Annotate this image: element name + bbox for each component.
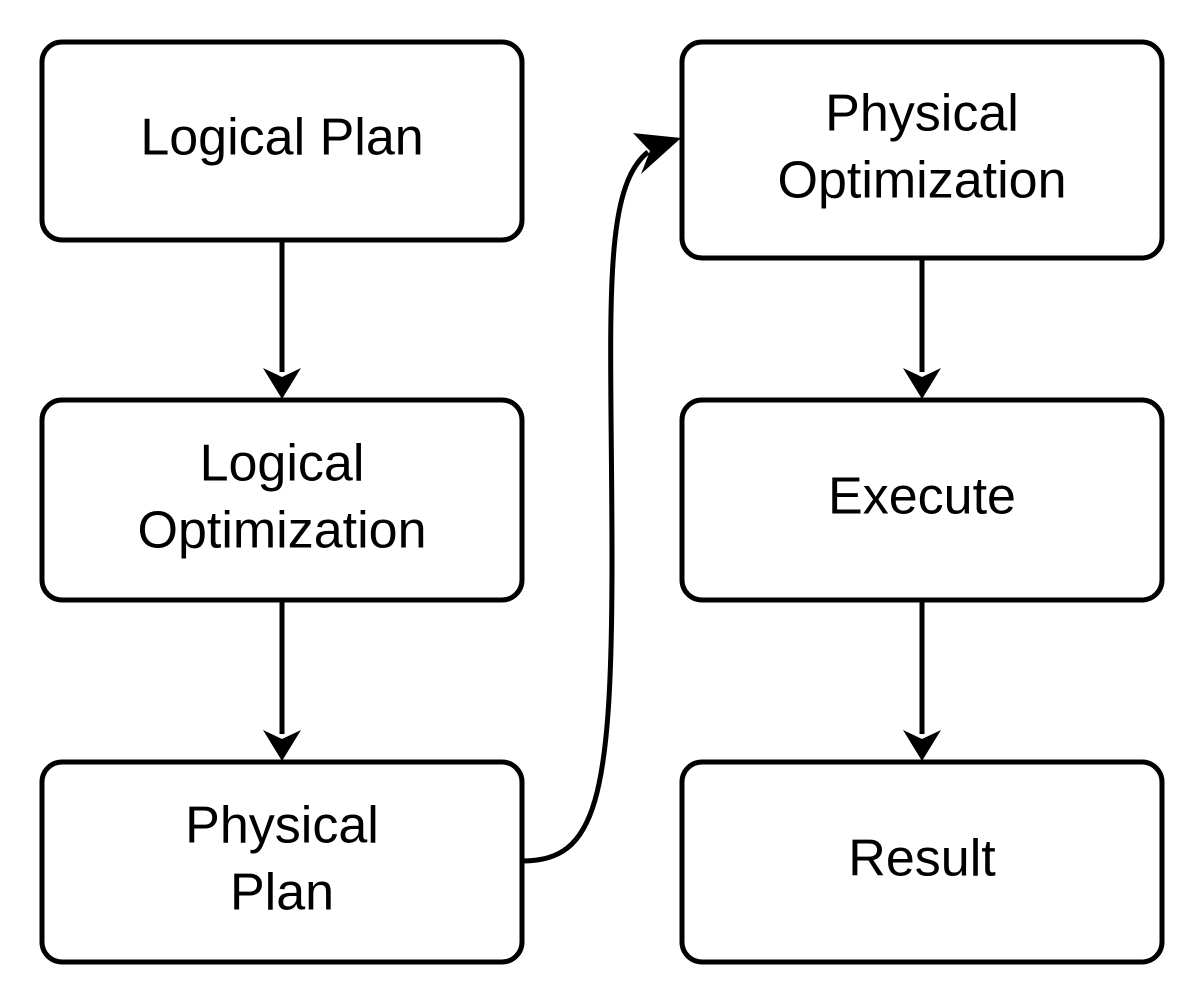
- node-shape[interactable]: [39, 397, 525, 603]
- arrowhead-down-icon: [903, 730, 941, 761]
- arrowhead-down-icon: [263, 730, 301, 761]
- node-physical-optimization[interactable]: Physical Optimization: [679, 39, 1165, 261]
- edge-physical-optimization-to-execute: [903, 258, 941, 399]
- arrowhead-down-icon: [263, 368, 301, 399]
- node-shape[interactable]: [679, 397, 1165, 603]
- node-label-physical-plan-line1: Physical: [185, 797, 379, 855]
- node-shape[interactable]: [679, 759, 1165, 965]
- edge-execute-to-result: [903, 600, 941, 761]
- node-execute[interactable]: Execute: [679, 397, 1165, 603]
- node-label-physical-optimization-line2: Optimization: [778, 152, 1067, 210]
- edge-curve: [522, 150, 650, 864]
- node-label-execute: Execute: [828, 468, 1016, 526]
- node-logical-plan[interactable]: Logical Plan: [39, 39, 525, 243]
- node-label-result: Result: [848, 830, 996, 888]
- node-label-logical-optimization-line2: Optimization: [138, 502, 427, 560]
- node-physical-plan[interactable]: Physical Plan: [39, 759, 525, 965]
- node-label-physical-plan-line2: Plan: [230, 864, 334, 922]
- node-label-logical-optimization-line1: Logical: [200, 435, 365, 493]
- edge-physical-plan-to-physical-optimization: [522, 133, 681, 864]
- edge-logical-plan-to-logical-optimization: [263, 240, 301, 399]
- edge-logical-optimization-to-physical-plan: [263, 600, 301, 761]
- node-label-physical-optimization-line1: Physical: [825, 85, 1019, 143]
- node-shape[interactable]: [679, 39, 1165, 261]
- node-label-logical-plan: Logical Plan: [140, 109, 423, 167]
- node-shape[interactable]: [39, 759, 525, 965]
- node-result[interactable]: Result: [679, 759, 1165, 965]
- node-shape[interactable]: [39, 39, 525, 243]
- arrowhead-down-icon: [903, 368, 941, 399]
- arrowhead-right-icon: [633, 133, 681, 174]
- node-logical-optimization[interactable]: Logical Optimization: [39, 397, 525, 603]
